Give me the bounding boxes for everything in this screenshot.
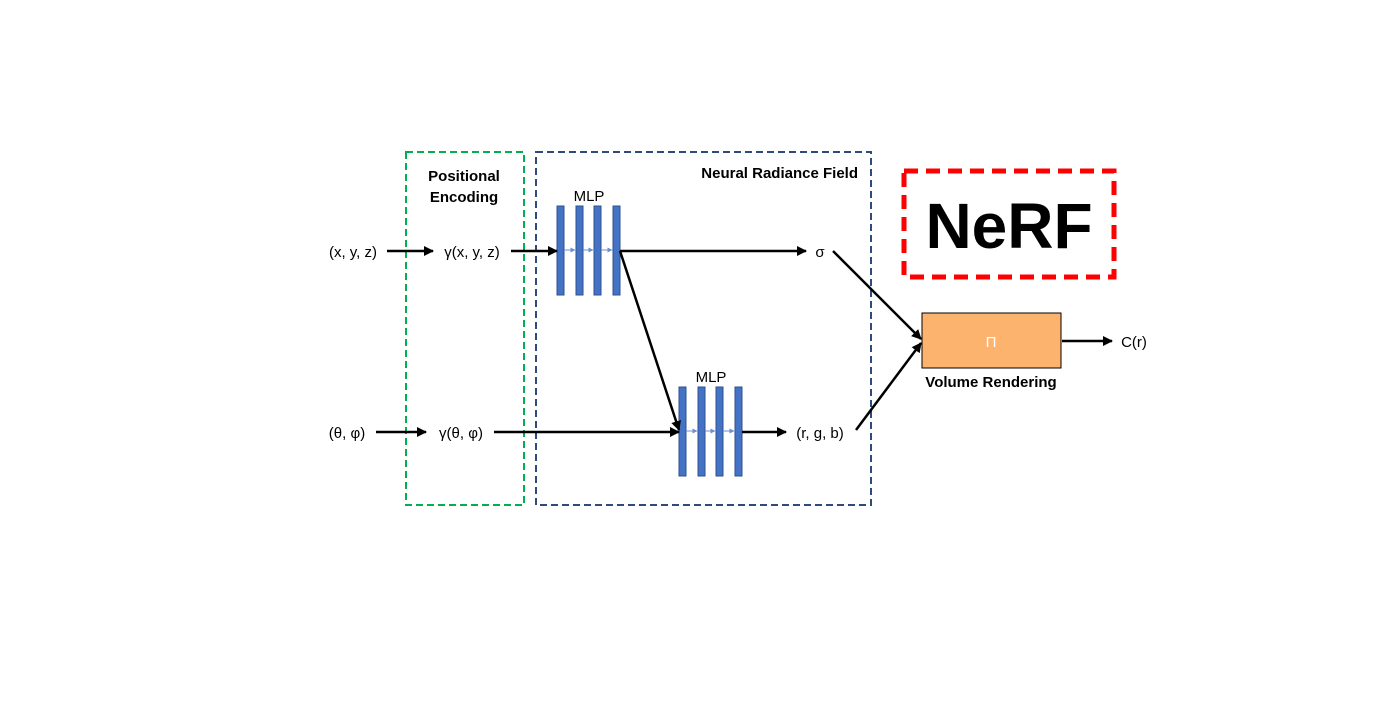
mlp-second-layer	[734, 386, 743, 477]
mlp-first	[556, 205, 621, 296]
input-direction: (θ, φ)	[329, 425, 365, 442]
output-color: (r, g, b)	[796, 425, 844, 442]
mlp-second-layer	[715, 386, 724, 477]
positional-encoding-title-line1: Positional	[428, 168, 500, 185]
mlp-second-layer	[678, 386, 687, 477]
nerf-logo-box	[901, 168, 1117, 280]
final-output: C(r)	[1121, 334, 1147, 351]
arrow-mlp-to-second-mlp	[618, 250, 681, 431]
arrow-sigma-to-volume-rendering	[832, 250, 922, 340]
nerf-logo-text: NeRF	[925, 190, 1092, 262]
mlp-second-layer	[697, 386, 706, 477]
mlp-label-second: MLP	[696, 369, 727, 386]
mlp-second	[678, 386, 743, 477]
neural-radiance-field-title: Neural Radiance Field	[701, 165, 858, 182]
arrow-rgb-to-volume-rendering	[854, 342, 923, 431]
encoding-position: γ(x, y, z)	[444, 244, 500, 261]
encoding-direction: γ(θ, φ)	[439, 425, 483, 442]
mlp-first-layer	[575, 205, 584, 296]
output-density: σ	[815, 244, 825, 261]
neural-radiance-field-box	[535, 151, 872, 506]
volume-rendering-box	[921, 312, 1062, 369]
mlp-first-layer	[593, 205, 602, 296]
mlp-first-layer	[556, 205, 565, 296]
volume-rendering-label: Volume Rendering	[925, 374, 1056, 391]
positional-encoding-box	[405, 151, 525, 506]
mlp-first-layer	[612, 205, 621, 296]
mlp-label-first: MLP	[574, 188, 605, 205]
positional-encoding-title-line2: Encoding	[430, 189, 498, 206]
volume-rendering-symbol: Π	[986, 334, 997, 351]
input-position: (x, y, z)	[329, 244, 377, 261]
